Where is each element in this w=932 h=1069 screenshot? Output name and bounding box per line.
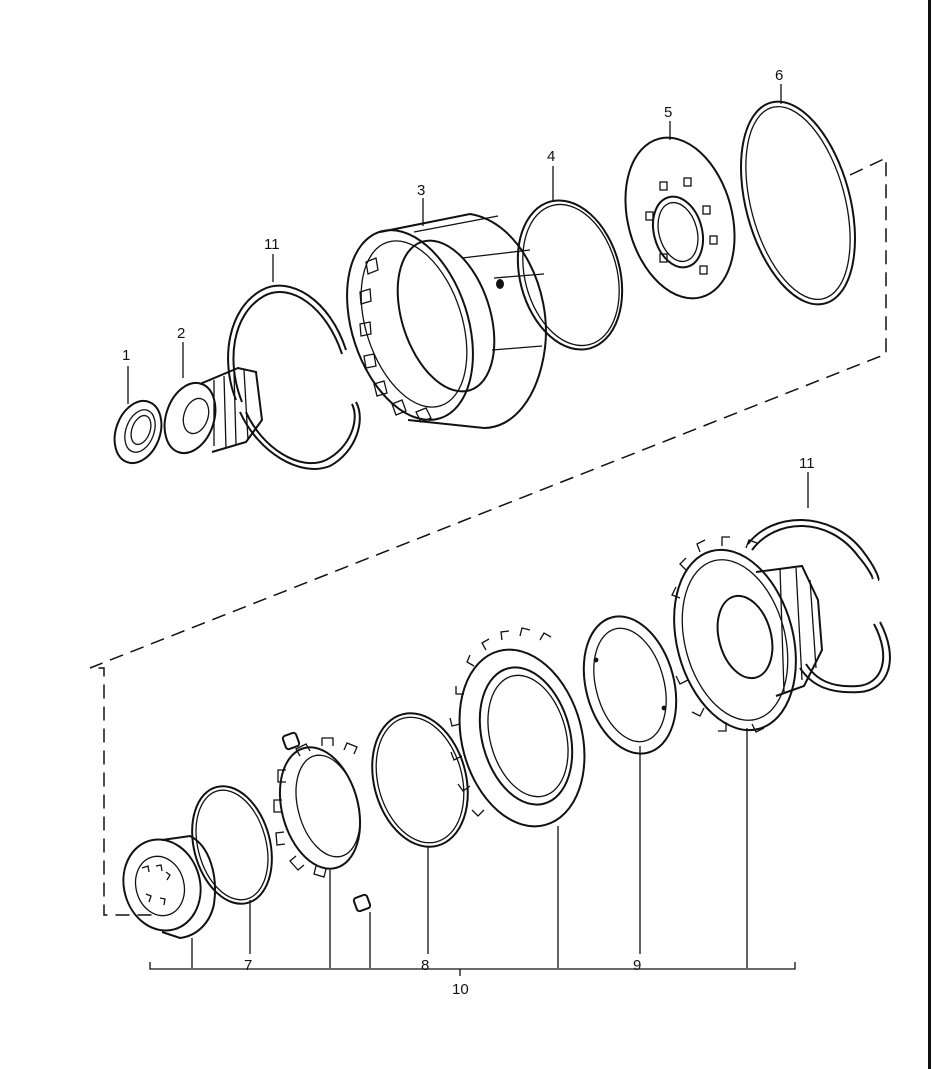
detent-pin-lower	[352, 893, 372, 913]
part-6-large-ring	[740, 100, 856, 306]
part-2-gear-shaft	[163, 366, 264, 455]
callout-8: 8	[421, 957, 429, 974]
detent-pin-upper	[281, 731, 301, 751]
part-9-thrust-plate	[582, 615, 678, 755]
callout-11-lower: 11	[799, 455, 815, 472]
part-10-assembly-bracket	[149, 962, 796, 970]
part-5-locking-plate	[624, 136, 736, 300]
synchro-ring	[449, 627, 586, 828]
part-7-ring	[191, 785, 273, 905]
upper-assembly-bracket	[89, 156, 887, 916]
callout-9: 9	[633, 957, 641, 974]
synchro-hub	[122, 834, 216, 940]
part-1-needle-bearing	[113, 400, 163, 464]
part-3-synchro-drum	[346, 212, 547, 430]
part-11-lower-circlip	[747, 519, 891, 694]
key-cage	[273, 737, 362, 878]
callout-2: 2	[177, 325, 185, 342]
callout-11-upper: 11	[264, 236, 280, 253]
callout-5: 5	[664, 104, 672, 121]
gear-with-splined-hub	[671, 536, 824, 733]
part-8-ring	[371, 712, 469, 848]
part-4-ring	[516, 199, 624, 351]
callout-10: 10	[452, 981, 469, 998]
page-right-border	[928, 0, 931, 1069]
part-11-upper-circlip	[227, 284, 361, 470]
callout-7: 7	[244, 957, 252, 974]
callout-4: 4	[547, 148, 555, 165]
callout-1: 1	[122, 347, 130, 364]
callout-3: 3	[417, 182, 425, 199]
callout-6: 6	[775, 67, 783, 84]
